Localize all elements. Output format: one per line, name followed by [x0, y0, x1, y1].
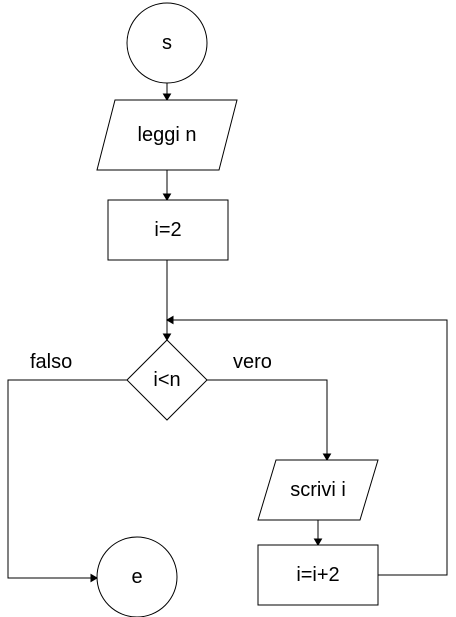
read-input-node: leggi n	[96, 99, 238, 171]
increment-process-node: i=i+2	[257, 544, 379, 606]
output-node: scrivi i	[257, 459, 379, 521]
end-node: e	[96, 536, 178, 617]
true-branch-label: vero	[233, 351, 272, 373]
start-node: s	[126, 2, 208, 84]
edge-loop-back	[166, 315, 448, 576]
edge-output-to-increment	[313, 520, 323, 546]
read-input-label: leggi n	[138, 124, 197, 146]
init-process-label: i=2	[154, 219, 181, 241]
edge-read-to-init	[162, 170, 172, 201]
edge-false-to-end	[7, 379, 127, 583]
condition-label: i<n	[153, 369, 180, 391]
output-label: scrivi i	[290, 479, 346, 501]
edge-init-to-condition	[162, 260, 172, 341]
false-branch-label: falso	[30, 351, 72, 373]
edge-true-to-output	[207, 379, 332, 461]
start-node-label: s	[162, 32, 172, 54]
init-process-node: i=2	[107, 199, 229, 261]
end-node-label: e	[131, 566, 142, 588]
edge-start-to-read	[162, 83, 172, 101]
condition-decision-node: i<n	[126, 339, 208, 421]
increment-process-label: i=i+2	[296, 564, 339, 586]
